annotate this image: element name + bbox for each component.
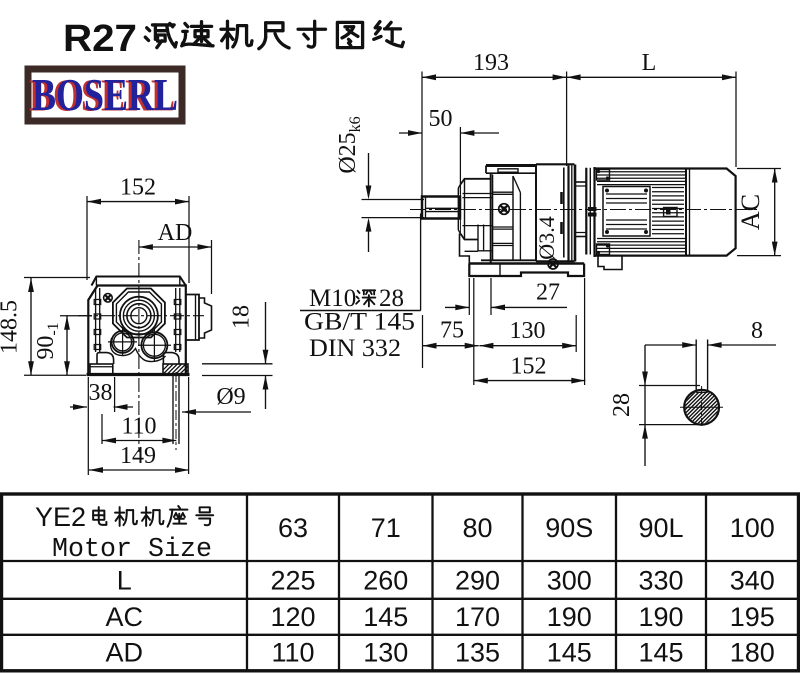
svg-text:190: 190 — [638, 602, 683, 632]
svg-text:100: 100 — [730, 513, 775, 543]
svg-text:18: 18 — [229, 305, 255, 329]
svg-text:50: 50 — [429, 106, 453, 132]
svg-text:BOSERL: BOSERL — [29, 70, 175, 121]
svg-text:193: 193 — [473, 50, 509, 76]
svg-text:GB/T 145: GB/T 145 — [304, 309, 415, 336]
svg-text:L: L — [642, 50, 657, 76]
svg-text:BOSERL: BOSERL — [32, 69, 178, 120]
svg-text:28: 28 — [609, 393, 635, 417]
svg-text:300: 300 — [547, 566, 592, 596]
svg-text:M10: M10 — [309, 285, 356, 312]
svg-text:135: 135 — [455, 638, 500, 668]
svg-text:75: 75 — [440, 318, 464, 344]
svg-text:110: 110 — [271, 638, 314, 668]
svg-text:152: 152 — [120, 175, 156, 201]
svg-text:148.5: 148.5 — [0, 300, 23, 354]
svg-text:63: 63 — [278, 513, 308, 543]
svg-text:225: 225 — [270, 566, 315, 596]
svg-text:YE2: YE2 — [35, 502, 86, 532]
svg-text:130: 130 — [363, 638, 408, 668]
svg-text:80: 80 — [462, 513, 492, 543]
svg-text:38: 38 — [89, 380, 113, 406]
svg-text:Motor Size: Motor Size — [52, 535, 212, 565]
svg-text:Ø9: Ø9 — [216, 384, 245, 410]
svg-text:152: 152 — [511, 354, 547, 380]
svg-text:130: 130 — [510, 318, 546, 344]
svg-text:145: 145 — [363, 602, 408, 632]
svg-text:190: 190 — [547, 602, 592, 632]
svg-text:AC: AC — [736, 194, 765, 230]
svg-text:AD: AD — [158, 220, 193, 246]
svg-text:8: 8 — [751, 318, 763, 344]
svg-text:120: 120 — [270, 602, 315, 632]
svg-text:180: 180 — [730, 638, 775, 668]
svg-text:340: 340 — [730, 566, 775, 596]
svg-text:L: L — [117, 566, 132, 596]
svg-text:149: 149 — [120, 443, 156, 469]
svg-text:DIN 332: DIN 332 — [309, 335, 401, 362]
svg-text:R27: R27 — [63, 18, 137, 60]
svg-text:AD: AD — [105, 638, 143, 668]
svg-text:195: 195 — [730, 602, 775, 632]
svg-text:260: 260 — [363, 566, 408, 596]
svg-text:90L: 90L — [638, 513, 683, 543]
svg-text:145: 145 — [638, 638, 683, 668]
svg-text:145: 145 — [547, 638, 592, 668]
svg-text:71: 71 — [371, 513, 401, 543]
svg-text:290: 290 — [455, 566, 500, 596]
svg-text:AC: AC — [105, 602, 143, 632]
svg-text:330: 330 — [638, 566, 683, 596]
svg-text:Ø3.4: Ø3.4 — [534, 216, 559, 259]
svg-text:90S: 90S — [545, 513, 593, 543]
svg-text:27: 27 — [536, 280, 560, 306]
svg-text:170: 170 — [455, 602, 500, 632]
svg-text:28: 28 — [379, 285, 404, 312]
svg-text:110: 110 — [121, 414, 156, 440]
